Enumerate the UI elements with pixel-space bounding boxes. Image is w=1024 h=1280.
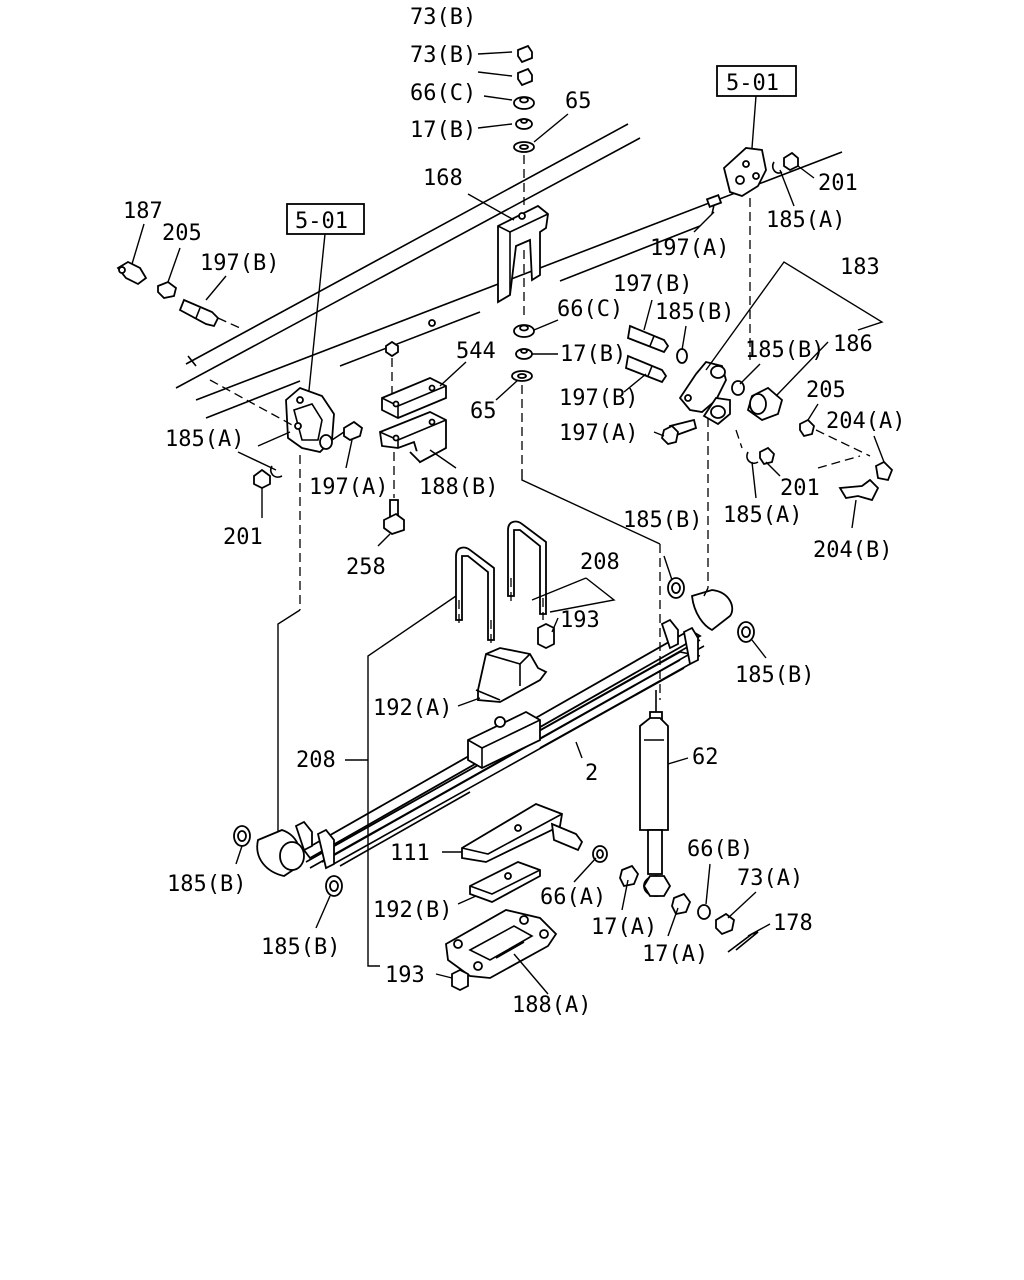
callout-label: 197(B) — [200, 251, 279, 276]
callout-label: 185(A) — [723, 503, 802, 528]
callout-label: 208 — [580, 550, 620, 575]
ref-box-5-01-left — [286, 203, 365, 401]
callout-label: 197(A) — [650, 236, 729, 261]
right-shackle-group — [624, 324, 894, 588]
callout-label: 185(B) — [655, 300, 734, 325]
callout-label: 66(B) — [687, 837, 753, 862]
leader-lines — [131, 51, 885, 995]
callout-label: 187 — [123, 199, 163, 224]
plate-192b — [469, 861, 541, 903]
plate-111 — [461, 803, 584, 863]
u-bolt-208-b — [507, 520, 555, 650]
callout-label: 185(B) — [623, 508, 702, 533]
callout-label: 185(A) — [165, 427, 244, 452]
callout-label: 193 — [560, 608, 600, 633]
shock-absorber-62 — [521, 470, 672, 897]
callout-label: 208 — [296, 748, 336, 773]
callout-label: 193 — [385, 963, 425, 988]
callout-label: 197(A) — [559, 421, 638, 446]
callout-label: 111 — [390, 841, 430, 866]
callout-label: 186 — [833, 332, 873, 357]
callout-label: 204(A) — [826, 409, 905, 434]
left-pin-group — [116, 260, 241, 329]
pad-544-group — [379, 340, 447, 536]
callout-label: 66(C) — [557, 297, 623, 322]
callout-label: 65 — [565, 89, 592, 114]
ref-box-5-01-right — [716, 65, 797, 149]
callout-label: 192(A) — [373, 696, 452, 721]
callout-label: 17(B) — [410, 118, 476, 143]
callout-208-bracket — [531, 577, 616, 613]
callout-label: 188(A) — [512, 993, 591, 1018]
left-fasteners — [253, 420, 364, 490]
callout-label: 185(A) — [766, 208, 845, 233]
bracket-168 — [497, 204, 549, 318]
callout-183-bracket — [705, 261, 884, 371]
top-stack — [513, 44, 535, 205]
callout-label: 205 — [806, 378, 846, 403]
callout-label: 192(B) — [373, 898, 452, 923]
callout-label: 205 — [162, 221, 202, 246]
callout-label: 188(B) — [419, 475, 498, 500]
callout-label: 201 — [780, 476, 820, 501]
callout-label: 65 — [470, 399, 497, 424]
callout-label: 185(B) — [167, 872, 246, 897]
right-hanger-bracket — [705, 147, 799, 360]
callout-label: 197(B) — [559, 386, 638, 411]
lower-fasteners — [233, 577, 759, 953]
callout-label: 66(A) — [540, 885, 606, 910]
callout-label: 185(B) — [745, 338, 824, 363]
callout-label: 73(B) — [410, 5, 476, 30]
callout-label: 73(B) — [410, 43, 476, 68]
callout-label: 185(B) — [735, 663, 814, 688]
callout-label: 66(C) — [410, 81, 476, 106]
callout-label: 544 — [456, 339, 496, 364]
callout-label: 201 — [223, 525, 263, 550]
callout-label: 204(B) — [813, 538, 892, 563]
callout-label: 5-01 — [726, 71, 779, 96]
callout-label: 185(B) — [261, 935, 340, 960]
seat-188a — [445, 909, 558, 992]
lower-stack — [511, 324, 535, 470]
u-bolt-208-a — [455, 546, 495, 646]
leaf-spring-2 — [256, 589, 734, 877]
upper-seat-192a — [475, 647, 548, 703]
callout-label: 201 — [818, 171, 858, 196]
callout-label: 197(B) — [613, 272, 692, 297]
callout-label: 17(A) — [591, 915, 657, 940]
callout-label: 183 — [840, 255, 880, 280]
callout-label: 5-01 — [295, 209, 348, 234]
callout-label: 178 — [773, 911, 813, 936]
callout-label: 17(A) — [642, 942, 708, 967]
callout-label: 17(B) — [560, 342, 626, 367]
callout-label: 73(A) — [737, 866, 803, 891]
callout-label: 2 — [585, 761, 598, 786]
callout-label: 258 — [346, 555, 386, 580]
callout-label: 168 — [423, 166, 463, 191]
callout-label: 197(A) — [309, 475, 388, 500]
callout-label: 62 — [692, 745, 719, 770]
callout-labels: 73(B)73(B)66(C)6517(B)1685-01201185(A)19… — [123, 5, 905, 1018]
